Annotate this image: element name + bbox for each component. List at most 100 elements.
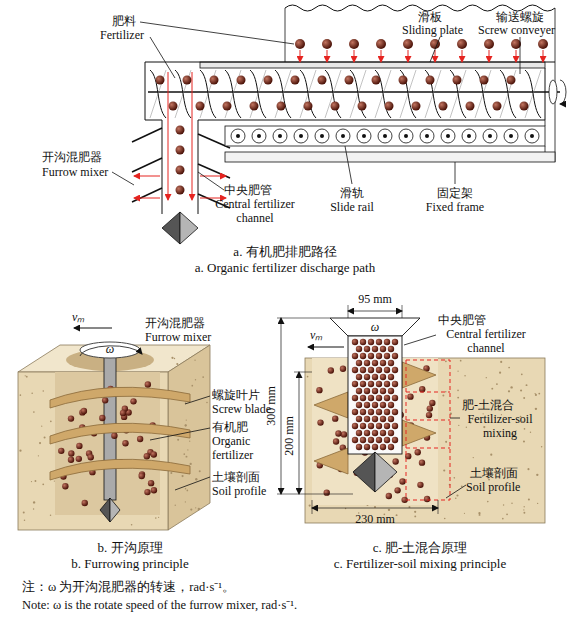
soil-speck — [535, 394, 537, 396]
fertilizer-granule — [352, 395, 358, 401]
mixer-disk — [80, 342, 140, 358]
roller — [525, 129, 539, 143]
panel-caption: c. Fertilizer-soil mixing principle — [334, 557, 506, 571]
fertilizer-granule — [176, 146, 185, 155]
fertilizer-granule — [316, 387, 322, 393]
soil-speck — [530, 432, 531, 433]
soil-speck — [414, 511, 416, 513]
fertilizer-granule — [372, 416, 378, 422]
hopper-wall — [285, 8, 286, 62]
fertilizer-granule — [415, 449, 421, 455]
conveyor-housing — [198, 68, 545, 214]
soil-speck — [496, 383, 498, 385]
fertilizer-granule — [356, 374, 362, 380]
leader-line — [150, 37, 175, 78]
fertilizer-granule — [480, 76, 489, 85]
fertilizer-granule — [58, 448, 64, 454]
fertilizer-granule — [340, 366, 346, 372]
fertilizer-granule — [388, 444, 394, 450]
fertilizer-granule — [324, 489, 330, 495]
roller-axle — [383, 134, 387, 138]
mixer-tip-light — [110, 498, 120, 522]
fertilizer-granule — [317, 419, 323, 425]
roller-axle — [278, 134, 282, 138]
fertilizer-granule — [364, 374, 370, 380]
mixer-tip-light — [375, 452, 397, 492]
screw-flight — [475, 70, 491, 118]
fertilizer-granule — [376, 367, 382, 373]
panel-caption: b. 开沟原理 — [98, 541, 163, 555]
fertilizer-granule — [417, 482, 423, 488]
soil-speck — [25, 375, 26, 376]
extension-line — [348, 305, 349, 318]
soil-speck — [199, 470, 201, 472]
soil-speck — [185, 424, 187, 426]
fertilizer-granule — [322, 39, 332, 49]
fertilizer-granule — [368, 353, 374, 359]
soil-speck — [486, 377, 487, 378]
soil-speck — [491, 388, 493, 390]
soil-speck — [20, 394, 22, 396]
support — [545, 120, 546, 126]
leader-line — [345, 146, 352, 184]
leader-line — [455, 162, 456, 184]
soil-speck — [445, 391, 446, 392]
fertilizer-granule — [364, 346, 370, 352]
screw-flight — [275, 70, 291, 118]
soil-speck — [460, 360, 462, 362]
fertilizer-granule — [169, 102, 178, 111]
soil-speck — [445, 441, 447, 443]
soil-speck — [523, 440, 525, 442]
soil-speck — [42, 483, 44, 485]
fertilizer-granule — [352, 409, 358, 415]
fertilizer-granule — [137, 436, 143, 442]
fertilizer-granule — [352, 423, 358, 429]
soil-speck — [187, 449, 188, 450]
fertilizer-granule — [424, 496, 430, 502]
soil-speck — [189, 441, 190, 442]
soil-speck — [457, 390, 459, 392]
extension-line — [277, 494, 353, 495]
part-label: 中央肥管 — [438, 313, 486, 327]
soil-speck — [502, 518, 504, 520]
fertilizer-granule — [392, 367, 398, 373]
roller — [441, 129, 455, 143]
fertilizer-granule — [380, 402, 386, 408]
dimension-line — [281, 318, 282, 494]
part-label: 滑板 — [418, 10, 442, 24]
screw-flight — [300, 70, 316, 118]
fertilizer-granule — [360, 395, 366, 401]
soil-speck — [444, 518, 446, 520]
fertilizer-granule — [399, 478, 405, 484]
note: 注：ω 为开沟混肥器的转速，rad·s⁻¹。 — [22, 580, 235, 594]
rotation-symbol: ω — [371, 320, 379, 334]
soil-speck — [511, 503, 512, 504]
fertilizer-granule — [388, 402, 394, 408]
fertilizer-granule — [364, 388, 370, 394]
fertilizer-granule — [376, 339, 382, 345]
fertilizer-granule — [392, 409, 398, 415]
fertilizer-granule — [484, 39, 494, 49]
leader-line — [446, 485, 466, 498]
fertilizer-granule — [356, 430, 362, 436]
fertilizer-granule — [144, 453, 150, 459]
dimension-label: 200 mm — [282, 416, 296, 456]
soil-speck — [195, 478, 197, 480]
fertilizer-granule — [148, 480, 154, 486]
dimension-line — [299, 372, 300, 494]
soil-speck — [456, 494, 458, 496]
extension-line — [294, 372, 312, 373]
fertilizer-granule — [360, 353, 366, 359]
soil-speck — [506, 513, 508, 515]
screw-flight-back — [275, 70, 291, 118]
fertilizer-granule — [372, 346, 378, 352]
fertilizer-granule — [364, 444, 370, 450]
screw-blade — [132, 188, 162, 202]
soil-speck — [536, 474, 538, 476]
fertilizer-granule — [392, 395, 398, 401]
fertilizer-granule — [364, 416, 370, 422]
roller — [294, 129, 308, 143]
fertilizer-granule — [368, 409, 374, 415]
fertilizer-granule — [368, 395, 374, 401]
roller-axle — [299, 134, 303, 138]
